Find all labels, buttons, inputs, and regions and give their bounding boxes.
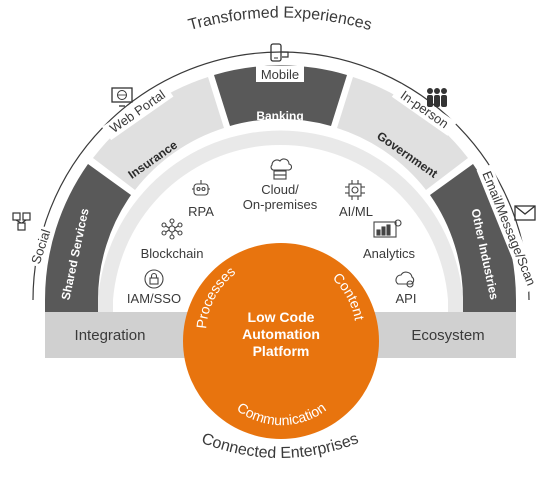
tech-rpa: RPA — [188, 204, 214, 219]
ai-ml-chip-icon — [345, 180, 365, 200]
cloud-server-icon — [270, 158, 293, 180]
iam-lock-icon — [144, 269, 164, 289]
rpa-robot-icon — [192, 180, 210, 196]
tech-analytics: Analytics — [363, 246, 416, 261]
analytics-icon — [373, 219, 402, 238]
core-line2: Automation — [242, 326, 320, 342]
title-top: Transformed Experiences — [186, 4, 373, 34]
tech-iam-sso: IAM/SSO — [127, 291, 181, 306]
in-person-icon — [427, 88, 447, 107]
web-portal-icon — [111, 87, 133, 107]
channel-mobile: Mobile — [261, 67, 299, 82]
core-circle — [183, 243, 379, 439]
tech-cloud-line1: Cloud/ — [261, 182, 299, 197]
ecosystem-label: Ecosystem — [411, 327, 484, 344]
core-line3: Platform — [253, 343, 310, 359]
segment-insurance — [93, 77, 224, 190]
tech-api: API — [396, 291, 417, 306]
segment-banking — [214, 65, 347, 126]
tech-blockchain: Blockchain — [141, 246, 204, 261]
blockchain-icon — [161, 218, 183, 240]
industry-banking: Banking — [256, 109, 303, 123]
integration-label: Integration — [75, 327, 146, 344]
mobile-icon — [270, 43, 289, 62]
segment-shared-services — [44, 164, 132, 312]
segment-other-industries — [430, 164, 517, 312]
segment-government — [337, 77, 468, 190]
tech-cloud-line2: On-premises — [243, 197, 318, 212]
tech-ai-ml: AI/ML — [339, 204, 373, 219]
social-icon — [12, 212, 31, 231]
industry-ring — [44, 65, 517, 312]
email-icon — [514, 205, 536, 221]
core-line1: Low Code — [248, 309, 315, 325]
api-cloud-icon — [395, 271, 415, 288]
